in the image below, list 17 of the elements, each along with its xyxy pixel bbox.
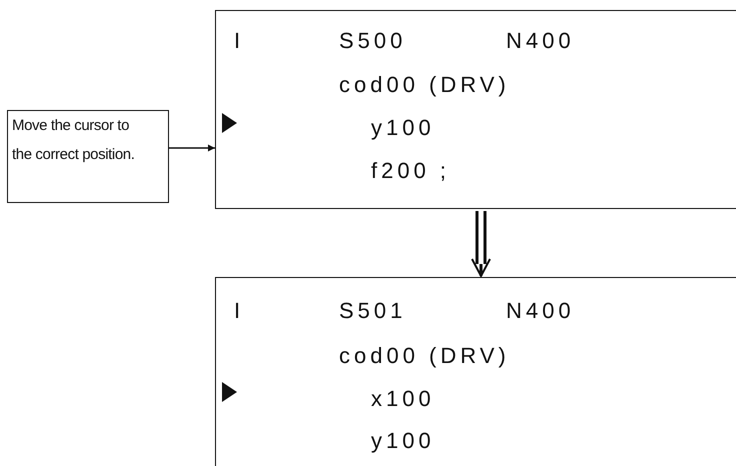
screen-text: y100 — [371, 115, 435, 141]
callout-box: Move the cursor to the correct position. — [7, 110, 169, 203]
screen-text: N400 — [506, 28, 575, 54]
screen-text: cod00 (DRV) — [339, 343, 510, 369]
screen-text: S501 — [339, 298, 406, 324]
screen-text: I — [234, 28, 244, 54]
screen-text: y100 — [371, 428, 435, 454]
screen-text: I — [234, 298, 244, 324]
double-arrow — [471, 210, 491, 278]
screen-text: N400 — [506, 298, 575, 324]
display-screen — [215, 10, 736, 209]
display-screen — [215, 277, 736, 466]
screen-text: S500 — [339, 28, 406, 54]
screen-text: cod00 (DRV) — [339, 72, 510, 98]
screen-text: f200 ; — [371, 158, 450, 184]
screen-text: x100 — [371, 386, 435, 412]
arrow — [169, 144, 215, 152]
